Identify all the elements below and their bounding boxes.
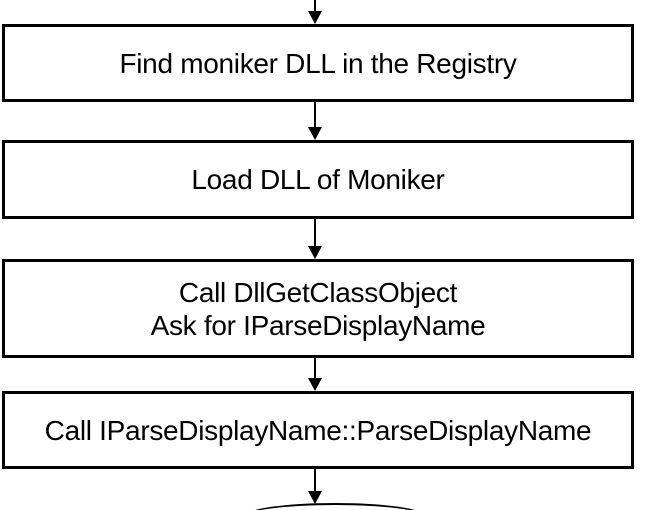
flow-step-load-dll: Load DLL of Moniker xyxy=(2,140,634,219)
arrowhead-down-icon xyxy=(308,491,322,504)
flow-step-call-parsedisplayname: Call IParseDisplayName::ParseDisplayName xyxy=(2,391,634,469)
arrow-line xyxy=(314,219,316,247)
flow-step-label: Call IParseDisplayName::ParseDisplayName xyxy=(44,414,592,446)
flow-step-label: Load DLL of Moniker xyxy=(191,164,445,195)
arrowhead-down-icon xyxy=(308,11,322,24)
arrowhead-down-icon xyxy=(308,127,322,140)
arrow-line xyxy=(314,102,316,128)
arrow-line xyxy=(314,358,316,379)
arrow-line xyxy=(314,469,316,492)
arrowhead-down-icon xyxy=(308,246,322,259)
terminator-shape-partial xyxy=(245,503,425,510)
arrowhead-down-icon xyxy=(308,378,322,391)
flow-step-find-moniker-dll: Find moniker DLL in the Registry xyxy=(2,24,634,102)
flow-step-label-line1: Call DllGetClassObject xyxy=(178,276,458,308)
arrow-line xyxy=(314,0,316,12)
flow-step-label-line2: Ask for IParseDisplayName xyxy=(150,309,486,341)
flow-step-label: Find moniker DLL in the Registry xyxy=(119,47,517,79)
flow-step-call-dllgetclassobject: Call DllGetClassObject Ask for IParseDis… xyxy=(2,259,634,358)
